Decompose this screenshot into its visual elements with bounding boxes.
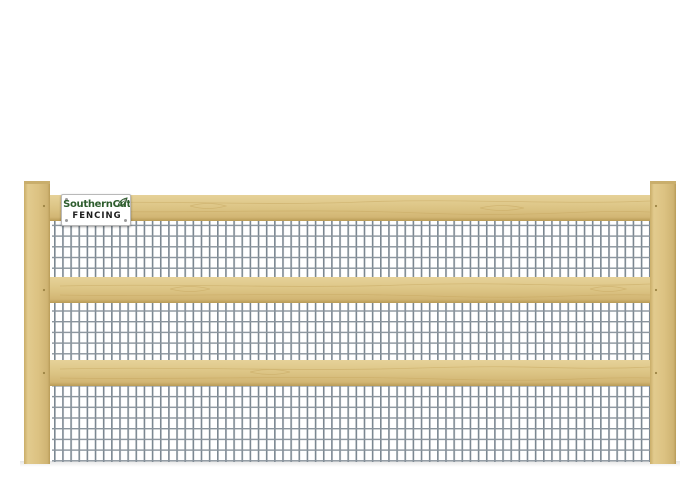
leaf-icon bbox=[117, 197, 128, 207]
wire-mesh bbox=[52, 221, 650, 462]
posts bbox=[24, 181, 676, 464]
rail-top bbox=[48, 195, 654, 221]
screw-icon bbox=[124, 198, 127, 201]
mesh-panel-middle bbox=[52, 303, 650, 363]
nail bbox=[42, 288, 46, 292]
mesh-panel-bottom bbox=[52, 385, 650, 462]
logo-brand-part2: Cut bbox=[112, 199, 131, 210]
post-right-top bbox=[650, 181, 676, 184]
post-left bbox=[24, 182, 50, 464]
screw-icon bbox=[124, 219, 127, 222]
company-logo-sign: SouthernCut FENCING bbox=[61, 194, 131, 226]
mesh-panel-top bbox=[52, 221, 650, 279]
screw-icon bbox=[65, 198, 68, 201]
rail-bottom bbox=[48, 360, 654, 386]
ground-shadow bbox=[20, 461, 680, 467]
logo-subtitle: FENCING bbox=[72, 211, 122, 221]
nail bbox=[42, 371, 46, 375]
post-right bbox=[650, 182, 676, 464]
nail bbox=[654, 204, 658, 208]
nail bbox=[654, 288, 658, 292]
post-left-top bbox=[24, 181, 50, 184]
rail-middle bbox=[48, 277, 654, 303]
logo-brand-part1: Southern bbox=[63, 199, 113, 210]
screw-icon bbox=[65, 219, 68, 222]
rails bbox=[48, 195, 654, 386]
logo-brand-name: SouthernCut bbox=[62, 199, 131, 210]
nail bbox=[654, 371, 658, 375]
nail bbox=[42, 204, 46, 208]
